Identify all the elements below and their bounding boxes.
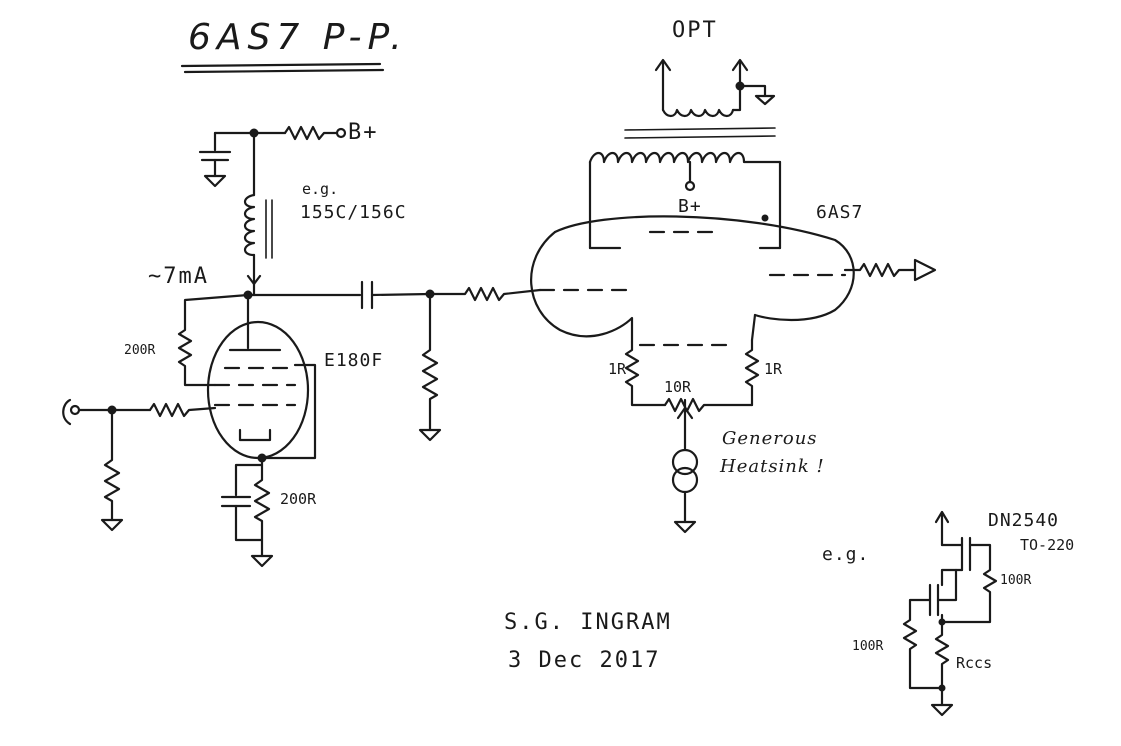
ccs-example-circuit [902, 510, 998, 717]
r-ccs-label: Rccs [956, 654, 993, 672]
current-source [671, 398, 699, 534]
input-section [62, 398, 217, 532]
opt-label: OPT [672, 18, 718, 43]
plate-node [243, 280, 542, 442]
title-underline [180, 62, 385, 74]
author-signature: S.G. INGRAM [504, 610, 672, 635]
heatsink-note-line2: Heatsink ! [720, 456, 825, 477]
heatsink-note-line1: Generous [722, 428, 818, 449]
b-plus-ct-label: B+ [678, 196, 702, 217]
r-k-left-label: 1R [608, 360, 627, 378]
mosfet-package-label: TO-220 [1020, 536, 1075, 554]
ccs-eg-label: e.g. [822, 544, 870, 565]
b-plus-supply-node [198, 125, 347, 188]
resistor-200r-plate [177, 293, 250, 387]
e180f-tube [206, 293, 317, 460]
choke-eg-label: e.g. [302, 180, 339, 198]
choke-part-label: 155C/156C [300, 202, 407, 223]
cathode-resistors [624, 338, 760, 413]
diagram-title: 6AS7 P-P. [188, 17, 408, 58]
b-plus-supply-label: B+ [348, 120, 379, 145]
r-balance-label: 10R [664, 378, 692, 396]
r-ccs-top-label: 100R [1000, 573, 1032, 588]
current-label: ~7mA [148, 264, 209, 289]
output-transformer [588, 58, 782, 250]
output-tube-label: 6AS7 [816, 202, 864, 223]
input-tube-label: E180F [324, 350, 384, 371]
r-cathode-label: 200R [280, 490, 317, 508]
r-k-right-label: 1R [764, 360, 783, 378]
drawing-date: 3 Dec 2017 [508, 648, 661, 673]
mosfet-part-label: DN2540 [988, 510, 1060, 531]
r-ccs-left-label: 100R [852, 639, 884, 654]
r-plate-label: 200R [124, 343, 156, 358]
cathode-network [220, 453, 274, 568]
6as7-tube [530, 214, 937, 347]
plate-choke [243, 131, 273, 297]
